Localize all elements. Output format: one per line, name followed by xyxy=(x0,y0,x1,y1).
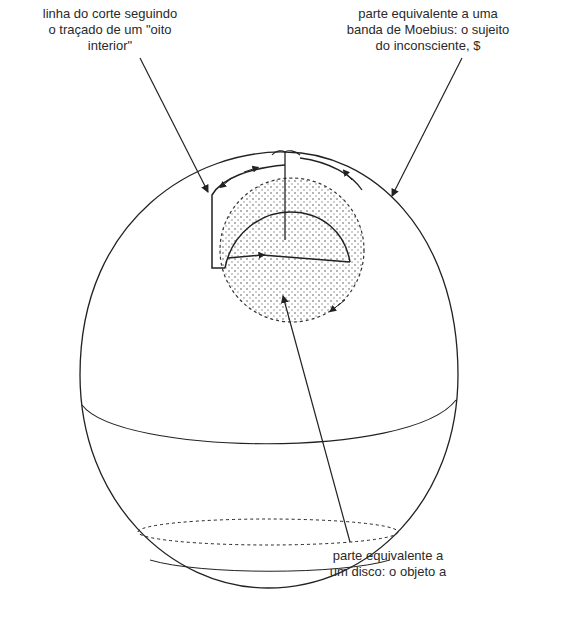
cut-line xyxy=(212,165,285,268)
direction-arrow xyxy=(345,172,352,180)
disc-region xyxy=(220,178,364,322)
leader-line xyxy=(283,296,350,542)
direction-arrow xyxy=(244,168,256,172)
callout-label: parte equivalente a uma banda de Moebius… xyxy=(340,6,516,54)
callout-label: linha do corte seguindo o traçado de um … xyxy=(40,6,180,54)
leader-line xyxy=(392,58,462,196)
cut-line xyxy=(300,158,362,190)
cut-line xyxy=(262,255,350,262)
equator-line xyxy=(82,400,456,444)
direction-arrow xyxy=(222,178,232,186)
cusp xyxy=(272,151,300,155)
cut-line-arc xyxy=(225,212,350,268)
callout-label: parte equivalente a um disco: o objeto a xyxy=(329,548,447,580)
sphere-outline xyxy=(80,152,458,588)
leader-line xyxy=(140,58,208,192)
direction-arrow xyxy=(332,300,345,310)
cut-direction xyxy=(228,255,262,258)
hidden-rim xyxy=(138,519,398,545)
